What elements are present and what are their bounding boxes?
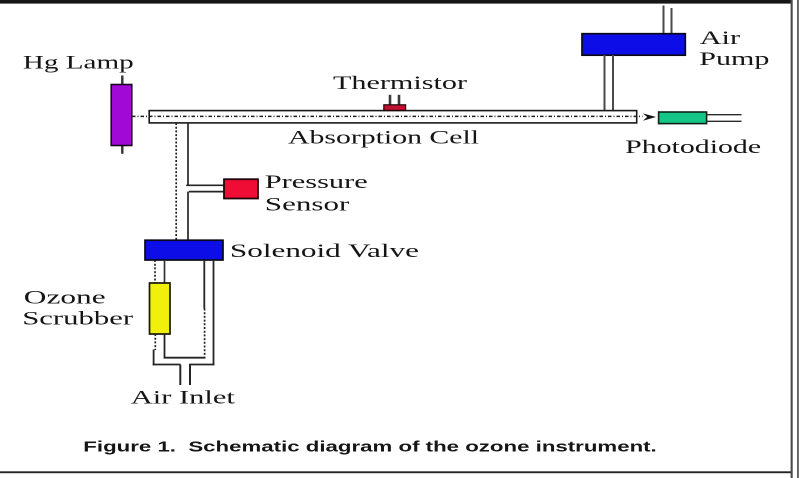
svg-text:Thermistor: Thermistor	[333, 73, 468, 93]
svg-text:Sensor: Sensor	[265, 194, 350, 215]
svg-text:Scrubber: Scrubber	[22, 309, 134, 329]
svg-text:Ozone: Ozone	[24, 287, 106, 308]
svg-text:Pressure: Pressure	[265, 173, 368, 193]
svg-text:Figure 1. Schematic diagram o: Figure 1. Schematic diagram of the ozone…	[83, 439, 656, 456]
svg-text:Absorption Cell: Absorption Cell	[288, 128, 479, 148]
svg-text:Air Inlet: Air Inlet	[131, 388, 235, 408]
svg-text:Solenoid Valve: Solenoid Valve	[230, 240, 419, 261]
svg-text:Photodiode: Photodiode	[625, 137, 761, 157]
svg-text:Hg Lamp: Hg Lamp	[23, 52, 134, 72]
svg-text:Air: Air	[700, 29, 741, 49]
svg-text:Pump: Pump	[699, 49, 769, 69]
